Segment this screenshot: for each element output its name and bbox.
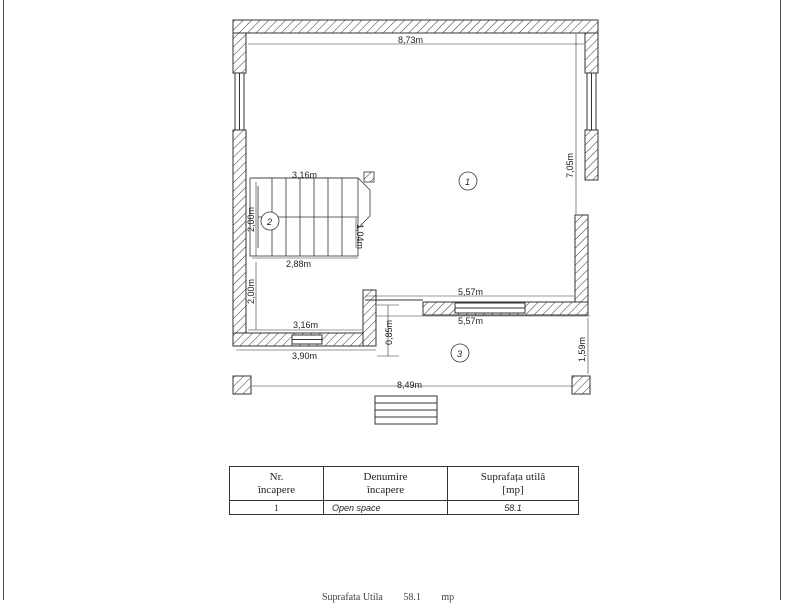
header-name: Denumire încapere <box>323 466 448 501</box>
table-row: 1 Open space 58.1 <box>229 500 579 515</box>
room-table-header: Nr. încapere Denumire încapere Suprafața… <box>229 466 579 501</box>
post-right <box>571 375 591 395</box>
dim-stair-left: 2,00m <box>246 207 256 232</box>
wall-right-lower <box>584 129 599 181</box>
room-marker-2: 2 <box>260 211 280 231</box>
header-area: Suprafața utilă [mp] <box>447 466 579 501</box>
footer-value: 58.1 <box>403 592 421 603</box>
dim-partition-upper: 5,57m <box>458 287 483 297</box>
wall-front-return <box>362 289 377 347</box>
room-table: Nr. încapere Denumire încapere Suprafața… <box>229 466 579 515</box>
dim-lower-wall: 3,16m <box>293 320 318 330</box>
cell-area: 58.1 <box>447 500 579 515</box>
wall-right-upper <box>584 32 599 74</box>
dim-porch-width: 8,49m <box>397 380 422 390</box>
dim-top-width: 8,73m <box>398 35 423 45</box>
walls <box>232 19 599 395</box>
floor-plan: 8,73m 7,05m 3,16m 2,88m 2,00m 1,04m 2,00… <box>232 19 599 425</box>
svg-text:2: 2 <box>266 217 272 227</box>
dim-partition-lower: 5,57m <box>458 316 483 326</box>
staircase <box>249 171 375 257</box>
dim-front-wall: 3,90m <box>292 351 317 361</box>
windows <box>234 72 597 345</box>
footer-label: Suprafata Utila <box>322 592 383 603</box>
dim-porch-right: 1,59m <box>577 337 587 362</box>
dim-stair-top: 3,16m <box>292 170 317 180</box>
footer-summary: Suprafata Utila 58.1 mp <box>322 592 472 603</box>
dim-gap-vertical: 0,85m <box>384 320 394 345</box>
wall-left-middle <box>232 129 247 346</box>
room-marker-3: 3 <box>450 343 470 363</box>
svg-text:3: 3 <box>457 349 462 359</box>
dim-stair-bottom: 2,88m <box>286 259 311 269</box>
room-marker-1: 1 <box>458 171 478 191</box>
dimension-lines <box>236 34 590 387</box>
wall-right-partition <box>574 214 589 316</box>
post-left <box>232 375 252 395</box>
dim-landing-left: 2,00m <box>246 279 256 304</box>
dim-stair-step: 1,04m <box>355 224 365 249</box>
cell-name: Open space <box>323 500 448 515</box>
wall-top <box>232 19 599 34</box>
page-border-right <box>780 0 781 600</box>
footer-unit: mp <box>441 592 455 603</box>
dim-right-height: 7,05m <box>565 153 575 178</box>
header-nr: Nr. încapere <box>229 466 324 501</box>
page-border-left <box>3 0 4 600</box>
svg-text:1: 1 <box>465 177 470 187</box>
cell-nr: 1 <box>229 500 324 515</box>
entry-steps <box>374 395 438 425</box>
wall-left-upper <box>232 32 247 74</box>
